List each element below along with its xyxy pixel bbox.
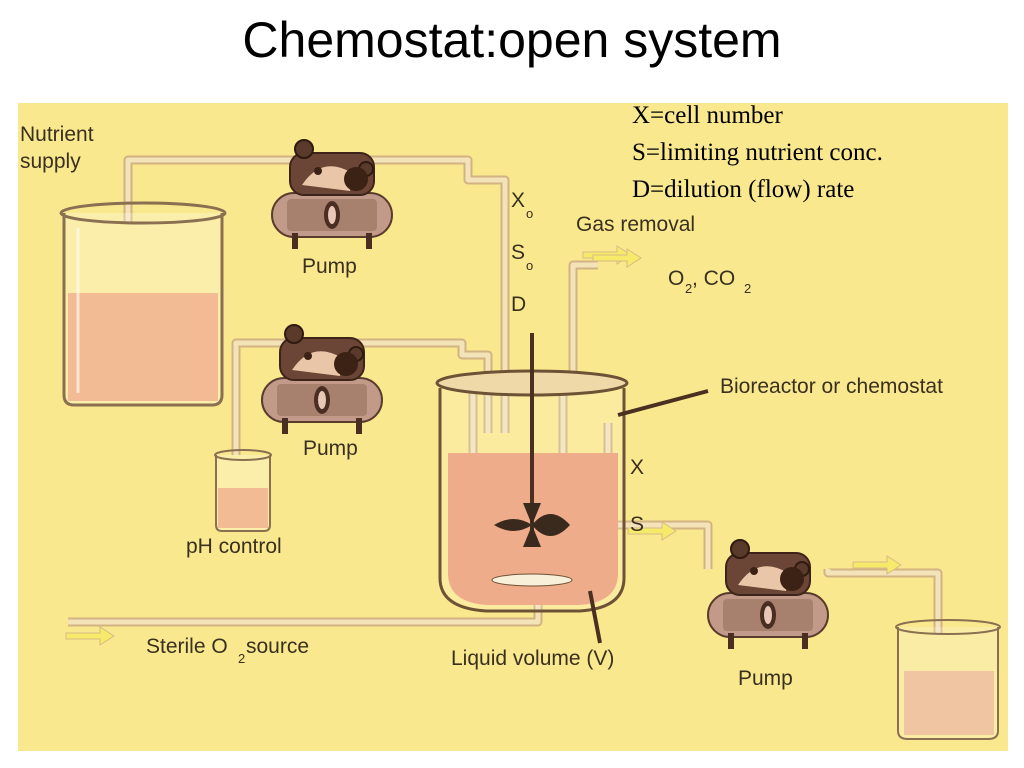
ph-control-beaker: [214, 449, 272, 532]
ph-control-label: pH control: [186, 535, 282, 558]
legend-x: X=cell number: [632, 102, 783, 129]
nutrient-supply-label-2: supply: [20, 150, 81, 173]
bioreactor-vessel: [435, 333, 629, 613]
x-letter: X: [630, 456, 644, 479]
s0-letter: S: [511, 241, 525, 264]
x0-letter: X: [511, 189, 525, 212]
s0-subscript: o: [526, 258, 533, 273]
liquid-volume-pointer-line: [588, 590, 602, 644]
liquid-volume-label: Liquid volume (V): [451, 647, 614, 670]
chemostat-diagram: Nutrient supply Pump Pump Pump pH contro…: [18, 103, 1008, 751]
bioreactor-label: Bioreactor or chemostat: [720, 375, 943, 398]
x0-subscript: o: [526, 206, 533, 221]
pump-middle-label: Pump: [303, 437, 358, 460]
s-letter: S: [630, 513, 644, 536]
o2-label: O: [668, 267, 684, 290]
outlet-beaker: [895, 619, 1001, 740]
pump-right-label: Pump: [738, 667, 793, 690]
pump-top-label: Pump: [302, 255, 357, 278]
co2-subscript: 2: [744, 281, 751, 296]
d-letter: D: [511, 293, 526, 316]
nutrient-supply-label-1: Nutrient: [20, 123, 94, 146]
legend-d: D=dilution (flow) rate: [632, 176, 855, 203]
sterile-o2-label-pre: Sterile O: [146, 635, 228, 658]
o2-subscript: 2: [685, 281, 692, 296]
sterile-o2-label-post: source: [246, 635, 309, 658]
bioreactor-pointer-line: [617, 389, 709, 417]
gas-removal-label: Gas removal: [576, 213, 695, 236]
legend-s: S=limiting nutrient conc.: [632, 139, 883, 166]
diagram-background: [18, 103, 1008, 751]
slide-title: Chemostat:open system: [242, 12, 782, 68]
nutrient-supply-beaker: [59, 201, 227, 407]
sterile-o2-subscript: 2: [238, 651, 245, 666]
variable-legend: X=cell number S=limiting nutrient conc. …: [632, 97, 1012, 208]
co2-label: , CO: [692, 267, 735, 290]
